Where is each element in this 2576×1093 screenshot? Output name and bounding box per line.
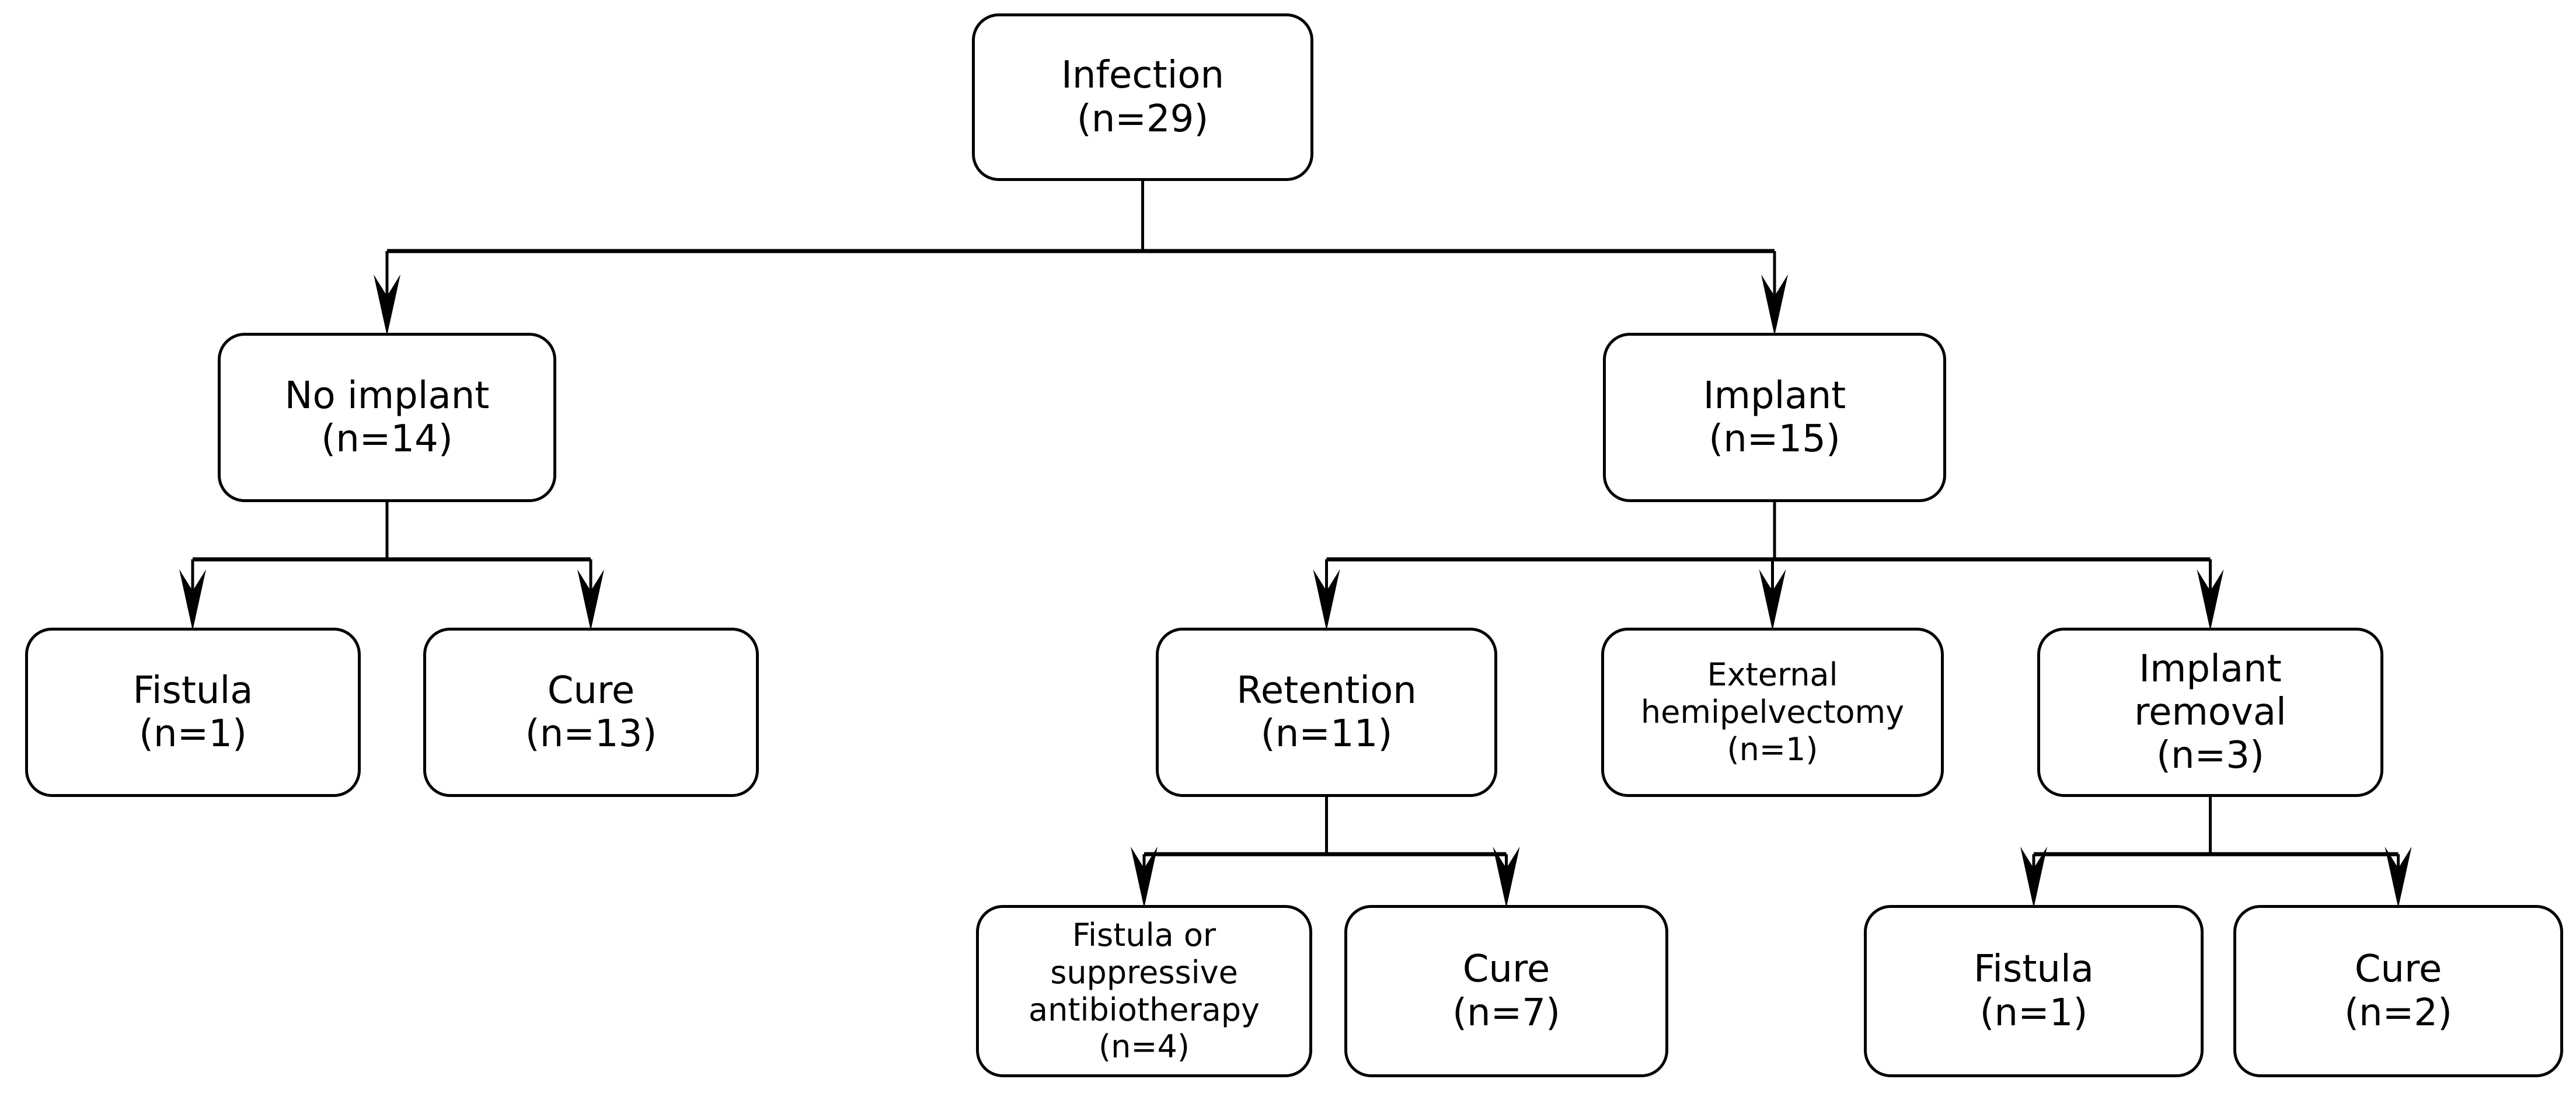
node-label: Retention	[1236, 669, 1417, 712]
node-cure-retention: Cure (n=7)	[1344, 905, 1668, 1077]
node-count: (n=1)	[1727, 730, 1818, 768]
node-label: Cure	[2354, 948, 2442, 991]
node-label: Fistula or suppressive antibiotherapy	[1029, 917, 1260, 1028]
node-count: (n=2)	[2344, 991, 2452, 1035]
node-count: (n=29)	[1076, 97, 1209, 141]
node-count: (n=13)	[525, 712, 657, 756]
node-count: (n=1)	[139, 712, 247, 756]
node-label: External hemipelvectomy	[1640, 656, 1905, 731]
node-label: Cure	[1462, 948, 1550, 991]
node-count: (n=15)	[1709, 417, 1841, 461]
edge-implant-children	[1313, 502, 2224, 631]
node-count: (n=7)	[1452, 991, 1560, 1035]
node-label: Implant	[1703, 374, 1846, 417]
node-count: (n=3)	[2156, 734, 2264, 778]
node-label: Fistula	[133, 669, 253, 712]
node-cure-removal: Cure (n=2)	[2233, 905, 2563, 1077]
node-fistula-suppressive: Fistula or suppressive antibiotherapy (n…	[976, 905, 1312, 1077]
node-count: (n=14)	[321, 417, 453, 461]
node-count: (n=4)	[1099, 1028, 1190, 1066]
edge-implant-removal-children	[2020, 797, 2412, 908]
node-label: Implant removal	[2134, 647, 2286, 734]
edge-retention-children	[1131, 797, 1520, 908]
edge-infection-children	[374, 181, 1788, 336]
node-count: (n=1)	[1979, 991, 2088, 1035]
node-label: Infection	[1061, 54, 1225, 98]
node-label: Cure	[547, 669, 635, 712]
node-external-hemipelvectomy: External hemipelvectomy (n=1)	[1601, 628, 1944, 797]
node-implant: Implant (n=15)	[1603, 333, 1946, 502]
node-no-implant: No implant (n=14)	[218, 333, 556, 502]
node-fistula-no-implant: Fistula (n=1)	[25, 628, 361, 797]
node-infection: Infection (n=29)	[972, 13, 1313, 181]
node-label: Fistula	[1974, 948, 2094, 991]
node-implant-removal: Implant removal (n=3)	[2037, 628, 2383, 797]
node-fistula-removal: Fistula (n=1)	[1864, 905, 2204, 1077]
node-count: (n=11)	[1260, 712, 1393, 756]
node-retention: Retention (n=11)	[1156, 628, 1497, 797]
node-cure-no-implant: Cure (n=13)	[423, 628, 759, 797]
node-label: No implant	[284, 374, 490, 417]
edge-no-implant-children	[179, 502, 604, 631]
